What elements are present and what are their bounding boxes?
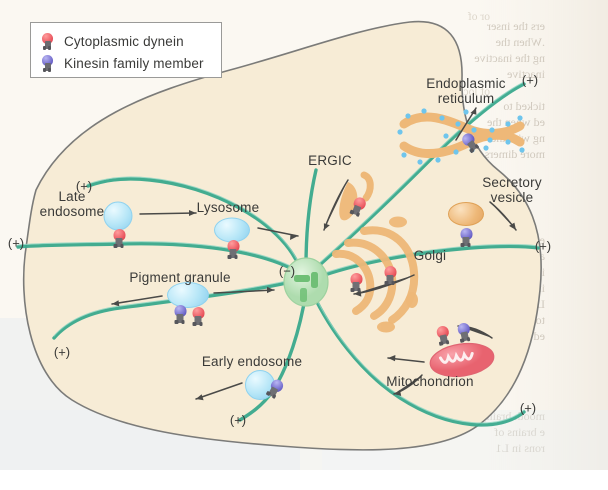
dynein-on-golgi-proximal [348,273,365,292]
kinesin-on-mitochondrion [454,321,475,343]
svg-text:inactive: inactive [507,67,545,81]
label-pigment-granule: Pigment granule [129,270,231,285]
pigment-granule-vesicle [167,282,209,308]
late-endosome-vesicle [103,201,133,231]
legend-box: Cytoplasmic dynein Kinesin family member [30,22,222,78]
plus-end-bottom-center: (+) [229,412,247,428]
legend-item-dynein: Cytoplasmic dynein [40,30,213,52]
legend-item-kinesin: Kinesin family member [40,52,213,74]
plus-end-left-lower: (+) [53,344,71,360]
svg-text:e brains of: e brains of [494,425,545,439]
cell-membrane [22,20,542,451]
centriole-c [300,288,307,302]
secretory-vesicle-body [448,202,484,226]
dynein-on-lysosome [225,240,242,259]
label-ergic: ERGIC [308,153,352,168]
transport-arrows [111,107,517,401]
lysosome-vesicle [214,217,250,243]
kinesin-motor-icon [40,54,55,72]
plus-end-right-mid: (+) [534,238,552,254]
kinesin-on-pigment-granule [172,305,189,324]
ergic-vesicle [360,171,374,202]
plus-end-left-mid: (+) [7,235,25,251]
svg-text:ers the inser: ers the inser [487,19,545,33]
kinesin-on-secretory-vesicle [458,228,475,247]
dynein-on-mitochondrion [433,324,454,346]
label-golgi: Golgi [413,248,447,263]
dynein-on-golgi-distal [382,266,399,285]
svg-text:.When the: .When the [496,35,545,49]
label-lysosome: Lysosome [196,200,260,215]
svg-text:of local: of local [455,86,490,98]
legend-label-dynein: Cytoplasmic dynein [64,33,184,49]
legend-label-kinesin: Kinesin family member [64,55,204,71]
plus-end-top-right: (+) [521,72,539,88]
svg-text:rons in L1: rons in L1 [496,441,545,455]
centriole-b [311,272,318,288]
centrosome [283,257,329,307]
svg-text:more dimers: more dimers [484,147,545,161]
label-early-endosome: Early endosome [201,354,303,369]
mitochondrion [429,342,495,378]
golgi-vesicles [377,216,418,333]
svg-text:ng the inactive: ng the inactive [474,51,545,65]
centriole-a [294,275,310,282]
svg-text:ed when the: ed when the [487,115,545,129]
dynein-motor-icon [40,32,55,50]
plus-end-bottom-right: (+) [519,400,537,416]
dynein-on-late-endosome [111,229,128,248]
plus-end-left-upper: (+) [75,178,93,194]
svg-text:ticked to: ticked to [503,99,545,113]
dynein-on-pigment-granule [190,307,207,326]
svg-text:or of: or of [468,11,490,23]
minus-end-centrosome: (−) [278,263,296,279]
label-mitochondrion: Mitochondrion [386,374,474,389]
